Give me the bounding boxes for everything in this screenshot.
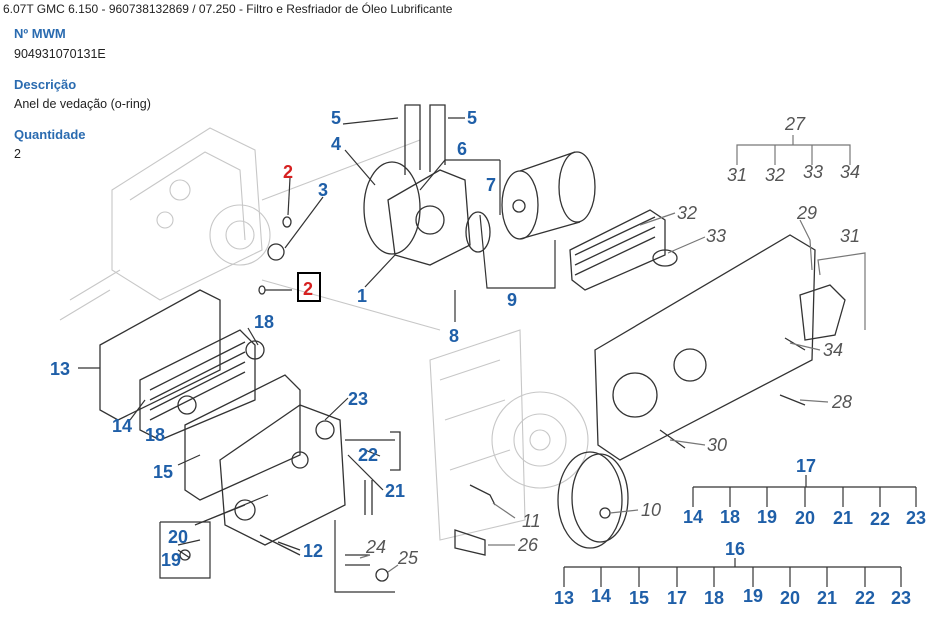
group-16-labels: 16 13 14 15 17 18 19 20 21 22 23 <box>554 539 911 608</box>
cooler-cover-right <box>569 209 846 461</box>
quantity-value: 2 <box>14 147 21 161</box>
callout-gray: 27 <box>784 114 806 134</box>
callout-blue: 21 <box>385 481 405 501</box>
callout-red: 2 <box>283 162 293 182</box>
oil-cooler-left <box>99 289 301 501</box>
callout-gray: 29 <box>796 203 817 223</box>
callout-blue: 13 <box>50 359 70 379</box>
group-17-tree <box>692 475 917 507</box>
callout-blue: 8 <box>449 326 459 346</box>
group-17-item: 22 <box>870 509 890 529</box>
group-17-item: 19 <box>757 507 777 527</box>
leader-lines-gray <box>359 135 866 573</box>
callout-gray: 33 <box>803 162 823 182</box>
group-16-item: 21 <box>817 588 837 608</box>
group-17-item: 21 <box>833 508 853 528</box>
quantity-label: Quantidade <box>14 127 86 142</box>
o-ring-small-top <box>282 216 292 228</box>
engine-block-ghost-center <box>429 329 589 541</box>
description-label: Descrição <box>14 77 77 92</box>
leader-lines <box>78 117 556 593</box>
callout-gray: 10 <box>641 500 661 520</box>
pulley-part <box>557 451 629 549</box>
callout-gray: 32 <box>677 203 697 223</box>
group-16-item: 20 <box>780 588 800 608</box>
group-16-item: 19 <box>743 586 763 606</box>
callout-gray: 34 <box>840 162 860 182</box>
callout-gray: 28 <box>831 392 852 412</box>
o-ring-small-bottom <box>258 285 266 295</box>
callout-red-selected: 2 <box>303 279 313 299</box>
group-17-labels: 17 14 18 19 20 21 22 23 <box>683 456 926 529</box>
callout-gray: 34 <box>823 340 843 360</box>
callouts-blue: 5 5 4 6 7 3 1 8 9 18 13 14 18 23 22 15 2… <box>50 108 517 570</box>
callout-gray: 11 <box>522 511 541 531</box>
callout-gray: 26 <box>517 535 539 555</box>
callout-blue: 4 <box>331 134 341 154</box>
group-16-item: 18 <box>704 588 724 608</box>
callout-blue: 7 <box>486 175 496 195</box>
mwm-number-value: 904931070131E <box>14 47 106 61</box>
group-17-item: 20 <box>795 508 815 528</box>
mwm-number-label: Nº MWM <box>14 26 66 41</box>
callouts-red: 2 2 <box>283 162 313 299</box>
callout-gray: 33 <box>706 226 726 246</box>
group-16-item: 23 <box>891 588 911 608</box>
callout-blue: 5 <box>467 108 477 128</box>
group-17-item: 23 <box>906 508 926 528</box>
callout-blue: 1 <box>357 286 367 306</box>
callout-gray: 24 <box>365 537 386 557</box>
callout-blue: 3 <box>318 180 328 200</box>
description-value: Anel de vedação (o-ring) <box>14 97 151 111</box>
group-16-item: 17 <box>667 588 687 608</box>
callout-blue: 22 <box>358 445 378 465</box>
group-17-item: 14 <box>683 507 703 527</box>
group-16-tree <box>563 558 902 587</box>
callout-blue: 5 <box>331 108 341 128</box>
group-16-item: 13 <box>554 588 574 608</box>
callout-gray: 30 <box>707 435 727 455</box>
callout-gray: 25 <box>397 548 419 568</box>
breadcrumb: 6.07T GMC 6.150 - 960738132869 / 07.250 … <box>3 2 453 16</box>
group-16-title: 16 <box>725 539 745 559</box>
callout-blue: 19 <box>161 550 181 570</box>
engine-block-ghost-left <box>59 127 441 331</box>
callout-blue: 9 <box>507 290 517 310</box>
cooler-housing <box>177 404 401 561</box>
callout-blue: 14 <box>112 416 132 436</box>
group-17-title: 17 <box>796 456 816 476</box>
group-16-item: 15 <box>629 588 649 608</box>
callout-blue: 20 <box>168 527 188 547</box>
oil-filter-cartridge <box>501 151 596 240</box>
o-ring-seal-3 <box>267 243 285 261</box>
callout-gray: 31 <box>727 165 747 185</box>
callout-blue: 12 <box>303 541 323 561</box>
callout-blue: 18 <box>254 312 274 332</box>
callout-gray: 32 <box>765 165 785 185</box>
callout-gray: 31 <box>840 226 860 246</box>
callout-blue: 23 <box>348 389 368 409</box>
callouts-gray: 27 31 32 33 34 32 33 29 31 34 28 30 10 1… <box>365 114 860 568</box>
o-ring-filter <box>465 211 491 253</box>
group-16-item: 14 <box>591 586 611 606</box>
o-ring-large <box>363 161 421 255</box>
selected-part-highlight <box>297 272 321 302</box>
callout-blue: 15 <box>153 462 173 482</box>
sensors-and-bolts <box>345 484 496 582</box>
group-16-item: 22 <box>855 588 875 608</box>
callout-blue: 6 <box>457 139 467 159</box>
filter-head-part <box>387 104 471 266</box>
callout-blue: 18 <box>145 425 165 445</box>
group-17-item: 18 <box>720 507 740 527</box>
